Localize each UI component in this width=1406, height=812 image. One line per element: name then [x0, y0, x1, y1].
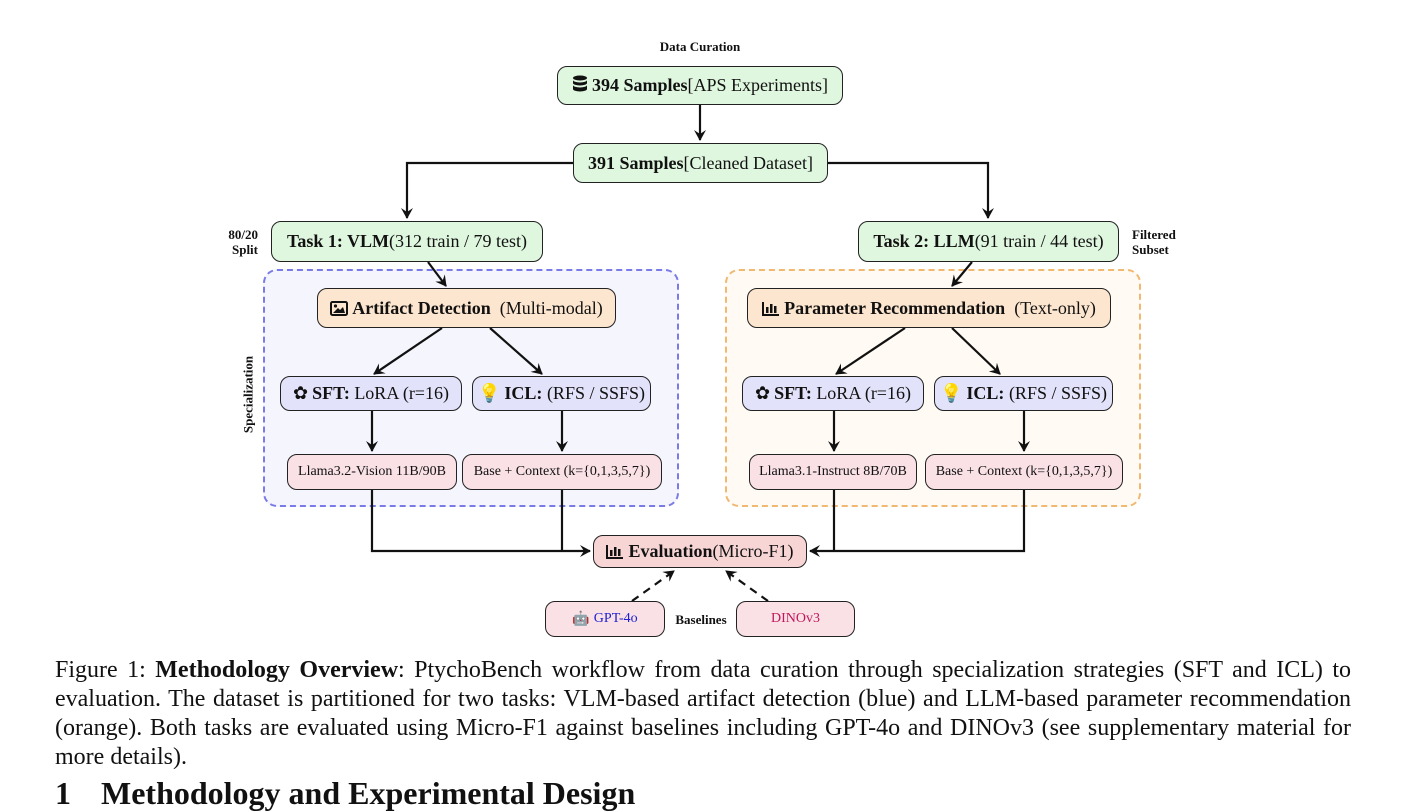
cleaned-samples-node: 391 Samples [Cleaned Dataset]	[573, 143, 828, 183]
right-sft-node: ✿SFT: LoRA (r=16)	[742, 376, 924, 411]
gear-icon: ✿	[293, 383, 309, 403]
artifact-detection-node: Artifact Detection (Multi-modal)	[317, 288, 616, 328]
task1-node: Task 1: VLM (312 train / 79 test)	[271, 221, 543, 262]
database-icon	[572, 75, 588, 96]
lightbulb-icon: 💡	[940, 383, 963, 403]
baselines-label: Baselines	[675, 612, 727, 627]
robot-icon: 🤖	[572, 611, 590, 627]
left-sft-node: ✿SFT: LoRA (r=16)	[280, 376, 462, 411]
arrow-cleaned-to-task1	[401, 161, 573, 219]
right-sft-model-node: Llama3.1-Instruct 8B/70B	[749, 454, 917, 490]
left-sft-model-node: Llama3.2-Vision 11B/90B	[287, 454, 457, 490]
specialization-label: Specialization	[240, 355, 256, 434]
left-icl-node: 💡ICL: (RFS / SSFS)	[472, 376, 651, 411]
evaluation-node: Evaluation (Micro-F1)	[593, 535, 807, 568]
task2-node: Task 2: LLM (91 train / 44 test)	[858, 221, 1119, 262]
raw-samples-node: 394 Samples [APS Experiments]	[557, 66, 843, 105]
right-icl-node: 💡ICL: (RFS / SSFS)	[934, 376, 1113, 411]
parameter-recommendation-node: Parameter Recommendation (Text-only)	[747, 288, 1111, 328]
gear-icon: ✿	[755, 383, 771, 403]
bar-chart-icon	[606, 541, 624, 562]
bar-chart-icon	[762, 298, 780, 319]
left-icl-model-node: Base + Context (k={0,1,3,5,7})	[462, 454, 662, 490]
data-curation-label: Data Curation	[659, 39, 741, 54]
lightbulb-icon: 💡	[478, 383, 501, 403]
image-icon	[330, 298, 349, 319]
arrow-cleaned-to-task2	[828, 161, 994, 219]
right-icl-model-node: Base + Context (k={0,1,3,5,7})	[925, 454, 1123, 490]
baseline-dinov3-node: DINOv3	[736, 601, 855, 637]
figure-caption: Figure 1: Methodology Overview: PtychoBe…	[55, 657, 1351, 770]
baseline-gpt4o-node: 🤖GPT-4o	[545, 601, 665, 637]
